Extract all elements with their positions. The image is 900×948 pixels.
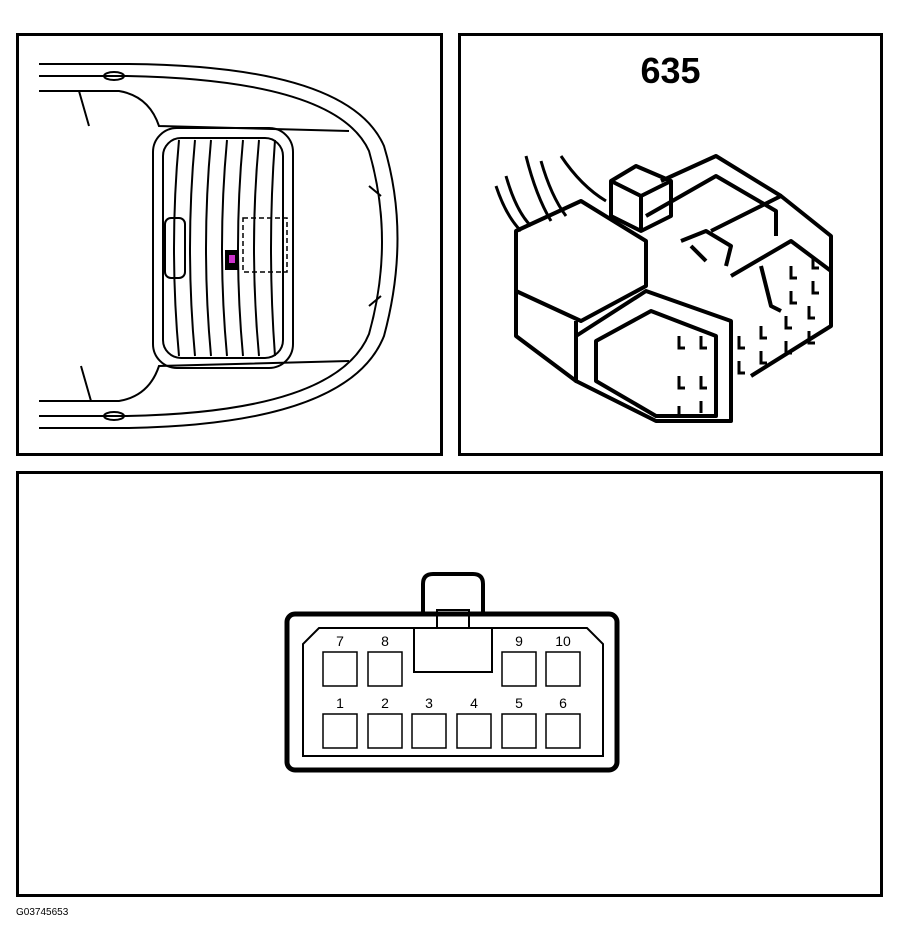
connector-face-drawing: 7 8 9 10 1 2 3 4 5 6 (284, 572, 620, 773)
pin-cavity-3 (411, 713, 447, 749)
pin-cavity-7 (322, 651, 358, 687)
pin-label-10: 10 (555, 633, 571, 649)
pin-cavity-10 (545, 651, 581, 687)
pin-label-5: 5 (515, 695, 523, 711)
pin-cavity-1 (322, 713, 358, 749)
pin-label-7: 7 (336, 633, 344, 649)
connector-perspective-drawing (494, 154, 833, 423)
pin-cavity-9 (501, 651, 537, 687)
pin-label-2: 2 (381, 695, 389, 711)
pin-label-3: 3 (425, 695, 433, 711)
pin-label-1: 1 (336, 695, 344, 711)
pin-cavity-4 (456, 713, 492, 749)
pin-cavity-8 (367, 651, 403, 687)
pin-cavity-5 (501, 713, 537, 749)
connector-face-panel: 7 8 9 10 1 2 3 4 5 6 (16, 471, 883, 897)
connector-housing (284, 611, 620, 773)
pin-label-6: 6 (559, 695, 567, 711)
connector-number: 635 (640, 50, 701, 91)
connector-perspective-panel: 635 (458, 33, 883, 456)
vehicle-location-panel (16, 33, 443, 456)
pin-cavity-6 (545, 713, 581, 749)
pin-label-9: 9 (515, 633, 523, 649)
pin-label-4: 4 (470, 695, 478, 711)
figure-id: G03745653 (16, 907, 69, 918)
vehicle-top-view-drawing (39, 63, 399, 429)
pin-label-8: 8 (381, 633, 389, 649)
pin-cavity-2 (367, 713, 403, 749)
